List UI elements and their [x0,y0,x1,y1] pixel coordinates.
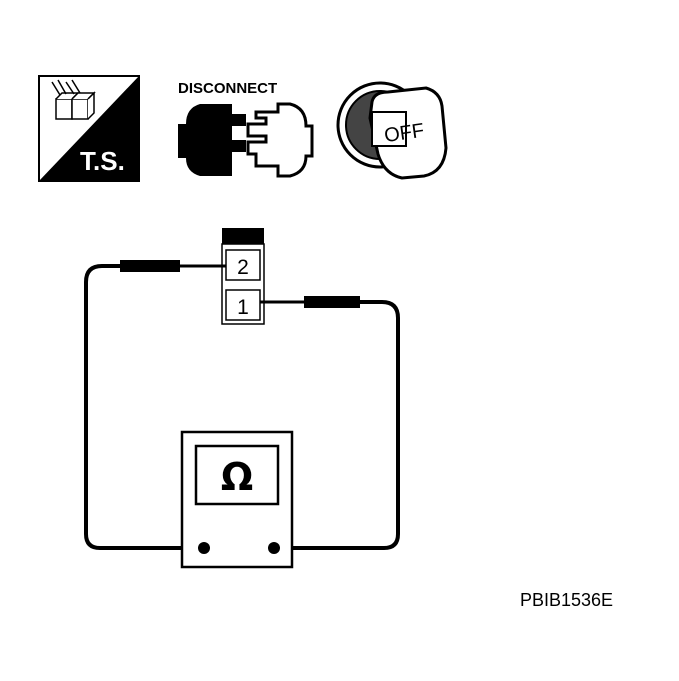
trouble-shooting-icon: T.S. [38,75,140,182]
meter-terminal-left [198,542,210,554]
ohm-symbol: Ω [221,455,253,499]
ohmmeter: Ω [180,430,294,569]
figure-code: PBIB1536E [520,590,613,610]
meter-display [194,444,280,506]
terminal-2-label: 2 [237,256,249,279]
connector-blocks-icon [51,79,96,120]
connector-male-icon [246,102,314,178]
terminal-1: 2 1 [225,289,261,321]
ts-label: T.S. [80,146,125,176]
connector-cap [222,228,264,244]
terminal-1-number: 1 [237,296,249,319]
test-lead-right [260,300,400,550]
harness-connector: 2 2 1 [221,228,265,325]
disconnect-label: DISCONNECT [178,80,277,97]
test-lead-left [84,264,226,550]
connector-female-icon [178,104,246,176]
meter-terminal-right [268,542,280,554]
probe-left [120,260,180,272]
probe-right [304,296,360,308]
terminal-2: 2 [225,249,261,281]
disconnect-icon: DISCONNECT [178,80,314,178]
ignition-off-icon: OFF [336,81,448,180]
